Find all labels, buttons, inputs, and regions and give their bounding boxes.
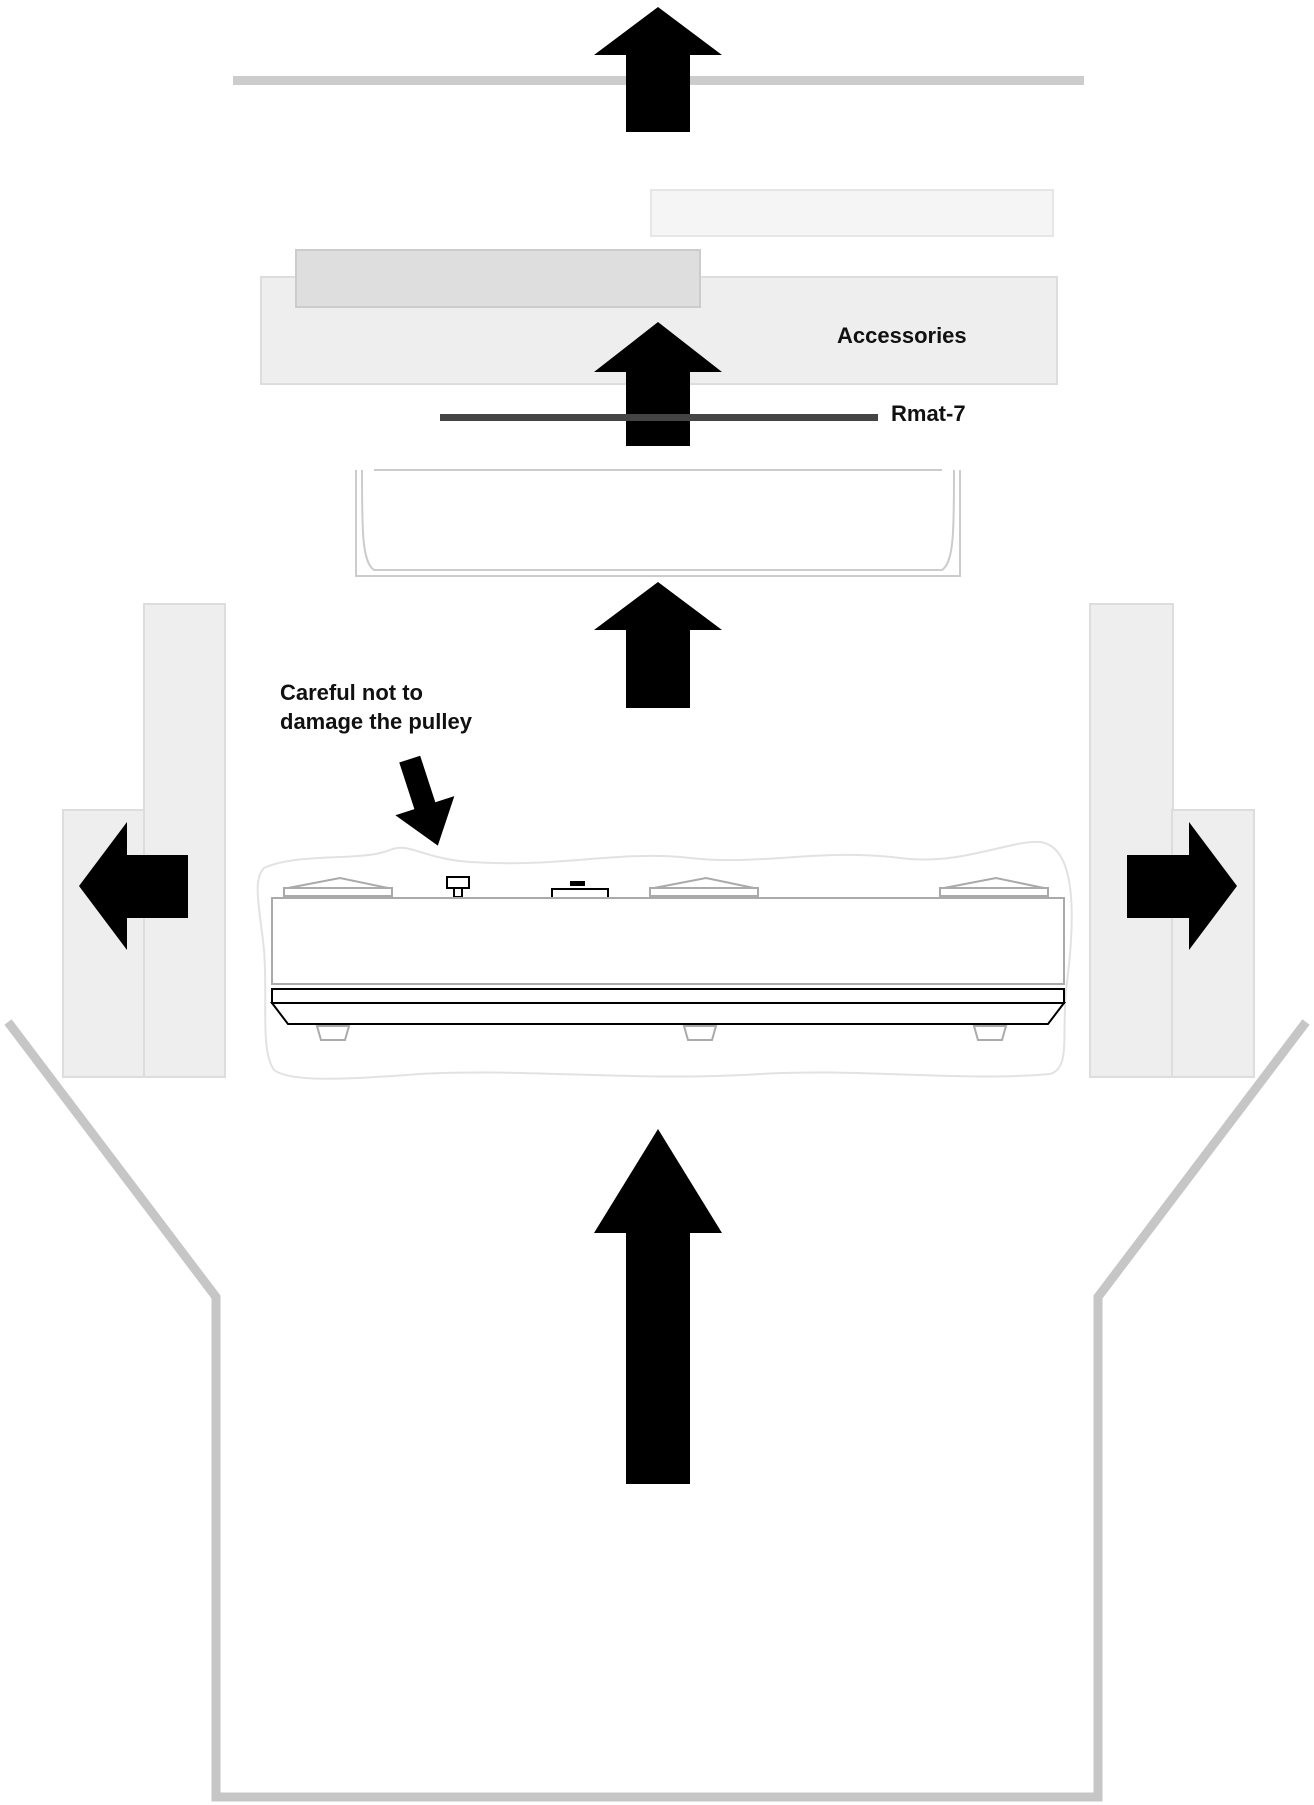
- turntable-bottom-feet: [315, 1025, 1008, 1041]
- right-foam-inner: [1089, 603, 1174, 1078]
- arrow-up-icon: [594, 1129, 722, 1484]
- mat-label: Rmat-7: [891, 401, 966, 426]
- right-foam-outer: [1171, 809, 1255, 1078]
- arrow-left-icon: [79, 822, 188, 950]
- accessory-box-inner: [295, 249, 701, 308]
- spindle-part: [551, 881, 609, 899]
- accessories-label: Accessories: [837, 323, 967, 348]
- caution-label-line1: Careful not to: [280, 680, 423, 705]
- turntable-plinth-top: [271, 988, 1065, 1004]
- cardboard-box-outline: [4, 1019, 1310, 1802]
- arrow-up-icon: [594, 582, 722, 708]
- platter-tray: [355, 469, 961, 577]
- accessory-box-small: [650, 189, 1054, 237]
- pulley-icon: [446, 876, 470, 898]
- caution-label-line2: damage the pulley: [280, 709, 473, 734]
- turntable-plinth-bevel: [269, 1002, 1067, 1025]
- left-foam-outer: [62, 809, 146, 1078]
- arrow-up-icon: [594, 7, 722, 132]
- arrow-down-diagonal-icon: [395, 755, 455, 846]
- left-foam-inner: [143, 603, 226, 1078]
- arrow-right-icon: [1127, 822, 1237, 950]
- turntable-body: [271, 897, 1065, 985]
- mat-line: [440, 414, 878, 421]
- turntable-top-feet: [283, 876, 1049, 897]
